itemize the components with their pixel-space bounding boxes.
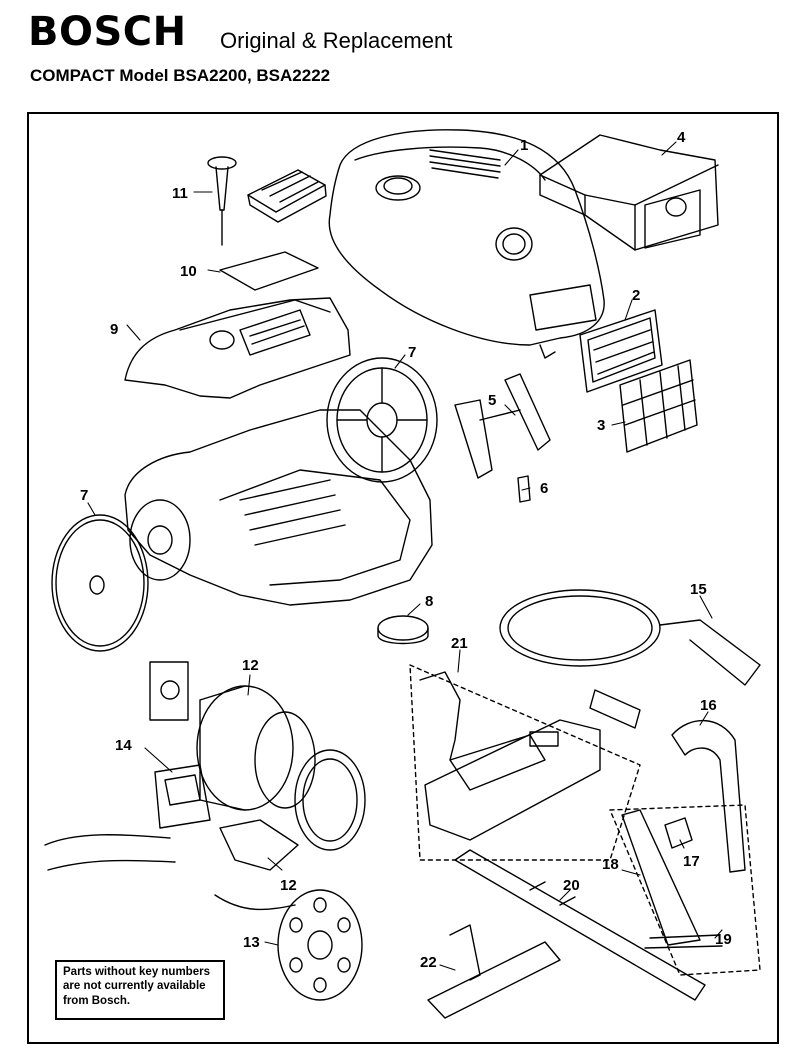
part-clip-6 [517, 475, 531, 503]
part-motor-12 [149, 661, 366, 851]
callout-15: 14 [115, 737, 132, 754]
callout-10: 10 [180, 263, 197, 280]
part-main-body [124, 409, 433, 606]
part-dust-bag [539, 134, 719, 251]
part-bracket-5 [454, 373, 551, 479]
callout-6: 6 [540, 480, 548, 497]
part-tool-20 [609, 804, 761, 976]
page-subtitle: Original & Replacement [220, 28, 453, 53]
callout-1: 1 [520, 137, 528, 154]
callout-14: 13 [243, 934, 260, 951]
part-filter-2 [579, 309, 663, 393]
callout-2: 2 [632, 287, 640, 304]
part-cord-reel-14 [214, 889, 363, 1001]
callout-4: 4 [677, 129, 686, 146]
callout-13: 12 [280, 877, 297, 894]
callout-9: 9 [110, 321, 118, 338]
part-filter-cassette [247, 169, 327, 223]
part-pin-11 [207, 156, 237, 246]
part-ring-8 [377, 615, 429, 645]
part-crevice-tool-19 [621, 809, 701, 946]
part-pedal-13 [219, 819, 299, 871]
callout-17: 16 [700, 697, 717, 714]
part-foam-filter-10 [219, 251, 319, 291]
callout-7-left: 7 [80, 487, 88, 504]
part-nozzle-23 [427, 924, 561, 1019]
callout-8: 8 [425, 593, 433, 610]
part-wand-17 [671, 719, 746, 873]
callout-12: 12 [242, 657, 259, 674]
part-wheel-7-right [326, 357, 438, 483]
availability-note: Parts without key numbers are not curren… [55, 960, 225, 1020]
part-hose-16 [499, 589, 761, 729]
brand-logo: BOSCH [28, 9, 187, 55]
diagram-frame [27, 112, 779, 1044]
part-wheel-7-left [51, 514, 149, 652]
part-housing-cover [328, 129, 605, 359]
callout-16: 15 [690, 581, 707, 598]
part-filter-frame-3 [619, 359, 698, 453]
callout-22: 21 [451, 635, 468, 652]
model-line: COMPACT Model BSA2200, BSA2222 [30, 66, 331, 85]
part-switch-15 [44, 764, 211, 871]
callout-7-right: 7 [408, 344, 416, 361]
callout-11: 11 [172, 185, 188, 202]
part-top-housing-9 [124, 297, 351, 399]
part-clip-18 [664, 817, 693, 849]
callout-18: 17 [683, 853, 700, 870]
callout-3: 3 [597, 417, 605, 434]
callout-19: 18 [602, 856, 619, 873]
part-extension-tube-21 [454, 849, 706, 1001]
part-floor-nozzle-22 [409, 664, 641, 861]
callout-numbers: 1 4 2 3 5 6 7 7 8 9 10 11 12 14 12 13 15… [80, 129, 732, 971]
callout-20: 19 [715, 931, 732, 948]
callout-5: 5 [488, 392, 496, 409]
leader-lines [87, 141, 723, 971]
callout-21: 20 [563, 877, 580, 894]
callout-23: 22 [420, 954, 437, 971]
